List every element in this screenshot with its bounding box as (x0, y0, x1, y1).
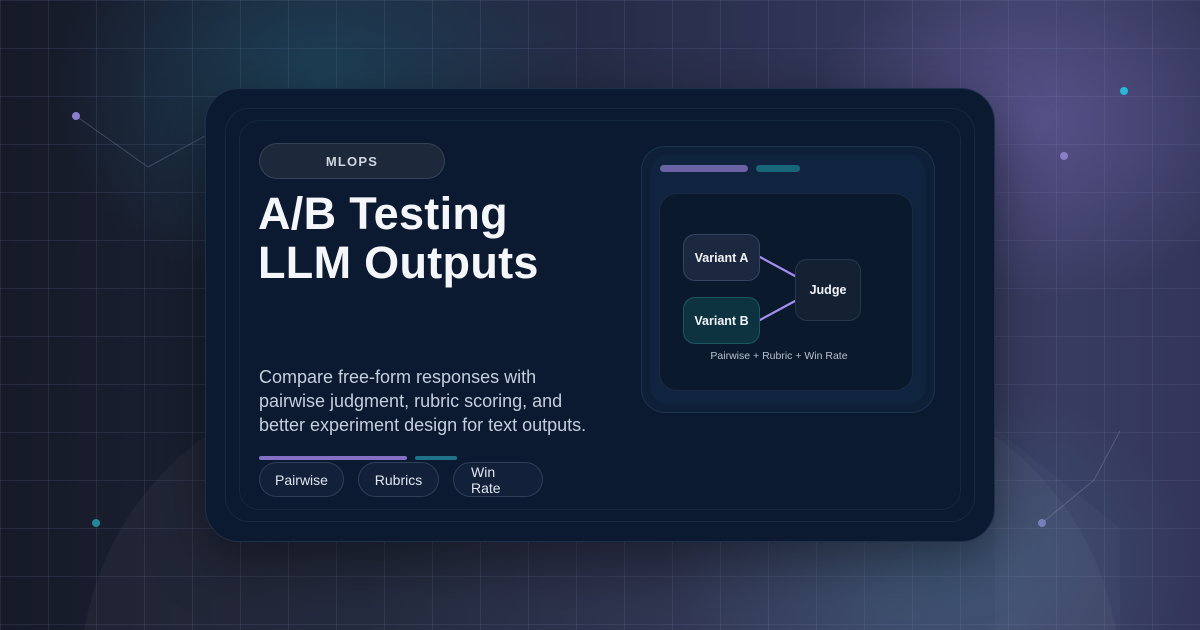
connector-lines (758, 255, 797, 322)
topic-chips: Pairwise Rubrics Win Rate (259, 462, 543, 497)
node-dot-icon (1038, 519, 1046, 527)
card-inner-border (239, 120, 961, 510)
panel-header-bar-teal (756, 165, 800, 172)
title-line-1: A/B Testing (258, 188, 508, 239)
page-title: A/B Testing LLM Outputs (258, 189, 638, 287)
node-dot-icon (72, 112, 80, 120)
diagram-stage: Variant A Variant B Judge Pairwise + Rub… (659, 193, 913, 391)
panel-header-bar-purple (660, 165, 748, 172)
node-variant-a: Variant A (683, 234, 760, 281)
chip-win-rate[interactable]: Win Rate (453, 462, 543, 497)
accent-bar-purple (259, 456, 407, 460)
description: Compare free-form responses with pairwis… (259, 367, 587, 435)
diagram-caption: Pairwise + Rubric + Win Rate (710, 350, 848, 362)
chip-pairwise[interactable]: Pairwise (259, 462, 344, 497)
node-dot-icon (92, 519, 100, 527)
diagram-panel: Variant A Variant B Judge Pairwise + Rub… (641, 146, 935, 413)
chip-rubrics[interactable]: Rubrics (358, 462, 439, 497)
accent-bar-teal (415, 456, 457, 460)
title-line-2: LLM Outputs (258, 237, 539, 288)
card-inner-border (225, 108, 975, 522)
category-tag: MLOPS (259, 143, 445, 179)
node-dot-icon (1060, 152, 1068, 160)
hero-card: MLOPS A/B Testing LLM Outputs Compare fr… (205, 88, 995, 542)
node-judge: Judge (795, 259, 861, 321)
node-variant-b: Variant B (683, 297, 760, 344)
node-dot-icon (1120, 87, 1128, 95)
